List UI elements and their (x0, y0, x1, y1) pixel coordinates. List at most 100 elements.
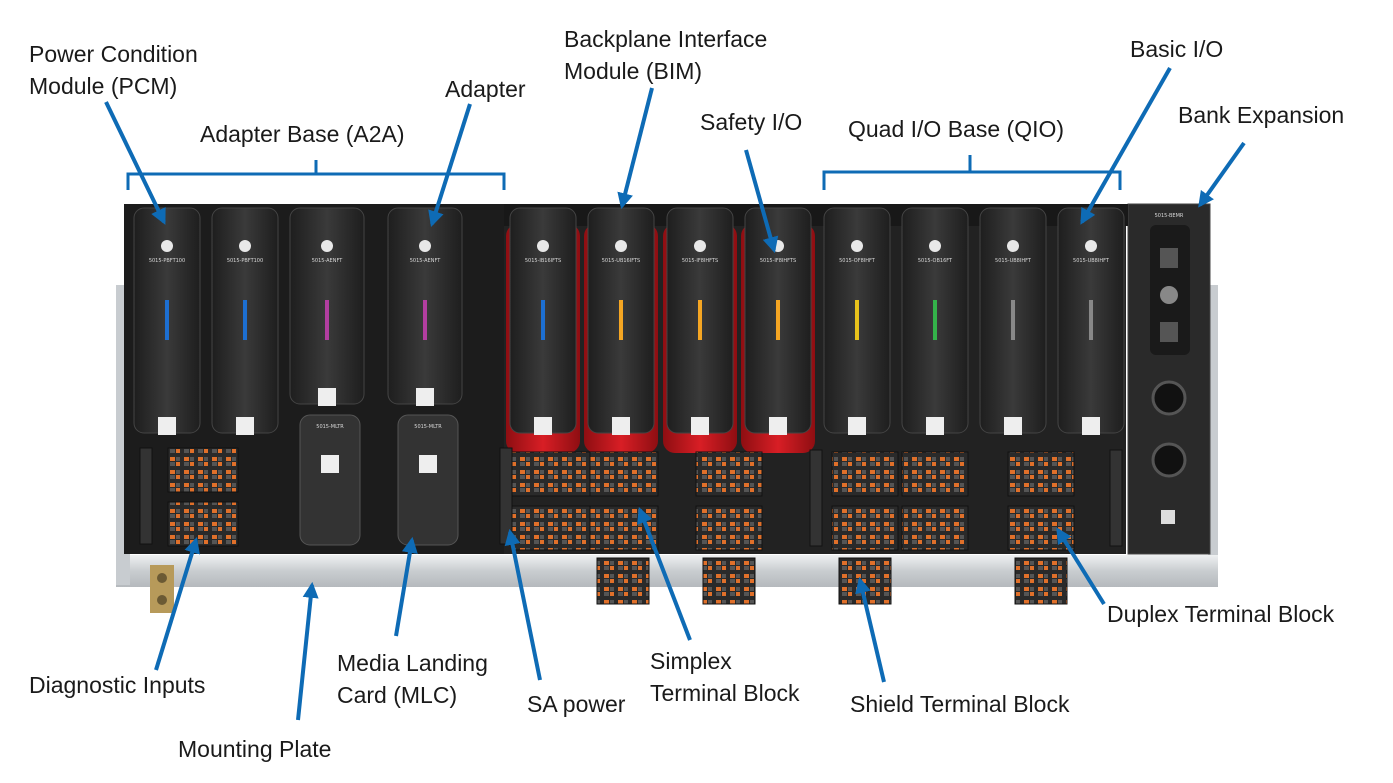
duplex-terminal-block (1007, 451, 1075, 497)
allen-bradley-logo-icon (851, 240, 863, 252)
bracket-adapter-base (126, 160, 506, 190)
label-sa-power: SA power (527, 691, 626, 717)
arrow-mlc (394, 536, 418, 637)
arrow-duplex (1056, 527, 1106, 606)
bank-tag: 5015-BEMR (1155, 213, 1184, 219)
label-duplex: Duplex Terminal Block (1107, 601, 1335, 627)
qr-code-icon (419, 455, 437, 473)
label-safety-io: Safety I/O (700, 109, 803, 135)
label-basic-io: Basic I/O (1130, 36, 1224, 62)
mlc-tag: 5015-MLTR (316, 424, 344, 430)
arrow-bim (617, 87, 654, 210)
simplex-terminal-block (695, 505, 763, 551)
allen-bradley-logo-icon (1085, 240, 1097, 252)
label-shield: Shield Terminal Block (850, 691, 1070, 717)
module-tag: 5015-IB16IFTS (525, 258, 561, 264)
module-tag: 5015-OF8IHFT (839, 258, 876, 264)
module-tag: 5015-PBFT100 (227, 258, 263, 264)
allen-bradley-logo-icon (694, 240, 706, 252)
label-adapter-base: Adapter Base (A2A) (200, 121, 405, 147)
media-landing-card: 5015-MLTR (299, 414, 361, 546)
arrow-basic-io (1080, 67, 1172, 225)
module-tag: 5015-UB16IFTS (602, 258, 640, 264)
io-module: 5015-UB8IHFT (979, 207, 1047, 435)
io-module: 5015-PBFT100 (211, 207, 279, 435)
allen-bradley-logo-icon (419, 240, 431, 252)
io-module: 5015-IF8IHFTS (741, 207, 815, 453)
qr-code-icon (848, 417, 866, 435)
arrow-bank-expansion (1198, 141, 1246, 208)
qr-code-icon (158, 417, 176, 435)
module-tag: 5015-IF8IHFTS (760, 258, 796, 264)
qr-code-icon (236, 417, 254, 435)
io-module: 5015-IF8IHFTS (663, 207, 737, 453)
module-tag: 5015-OB16FT (918, 258, 953, 264)
arrow-safety-io (744, 149, 779, 254)
module-tag: 5015-PBFT100 (149, 258, 185, 264)
sa-power-terminal (809, 449, 823, 547)
media-landing-card: 5015-MLTR (397, 414, 459, 546)
qr-code-icon (926, 417, 944, 435)
sa-power-terminal (139, 447, 153, 545)
shield-terminal-block (702, 557, 756, 605)
qr-code-icon (321, 455, 339, 473)
io-module: 5015-IB16IFTS (506, 207, 580, 453)
diagnostic-terminal-block (167, 447, 239, 493)
allen-bradley-logo-icon (1007, 240, 1019, 252)
module-tag: 5015-UB8IHFT (1073, 258, 1110, 264)
duplex-terminal-block (831, 451, 899, 497)
module-tag: 5015-UB8IHFT (995, 258, 1032, 264)
arrow-diagnostic-inputs (154, 536, 200, 671)
qr-code-icon (769, 417, 787, 435)
arrow-pcm (104, 101, 166, 225)
bracket-quad-io (822, 155, 1122, 190)
arrow-mounting-plate (296, 581, 319, 721)
allen-bradley-logo-icon (537, 240, 549, 252)
mlc-tag: 5015-MLTR (414, 424, 442, 430)
module-tag: 5015-AENFT (410, 258, 442, 264)
io-module: 5015-AENFT (387, 207, 463, 406)
label-bank-expansion: Bank Expansion (1178, 102, 1345, 128)
arrow-adapter (428, 103, 472, 228)
io-module: 5015-OF8IHFT (823, 207, 891, 435)
simplex-terminal-block (511, 505, 591, 551)
duplex-terminal-block (901, 451, 969, 497)
arrow-sa-power (504, 528, 542, 681)
qr-code-icon (612, 417, 630, 435)
arrow-simplex (637, 507, 692, 641)
shield-terminal-block (1014, 557, 1068, 605)
io-module: 5015-PBFT100 (133, 207, 201, 435)
qr-code-icon (318, 388, 336, 406)
qr-code-icon (534, 417, 552, 435)
io-module: 5015-UB8IHFT (1057, 207, 1125, 435)
qr-code-icon (1004, 417, 1022, 435)
io-module: 5015-UB16IFTS (584, 207, 658, 453)
allen-bradley-logo-icon (161, 240, 173, 252)
label-diagnostic-inputs: Diagnostic Inputs (29, 672, 206, 698)
io-module: 5015-AENFT (289, 207, 365, 406)
qr-code-icon (1082, 417, 1100, 435)
arrow-shield (855, 576, 886, 683)
duplex-terminal-block (901, 505, 969, 551)
label-mounting-plate: Mounting Plate (178, 736, 332, 762)
io-module: 5015-OB16FT (901, 207, 969, 435)
diagnostic-terminal-block (167, 501, 239, 547)
shield-terminal-block (596, 557, 650, 605)
allen-bradley-logo-icon (929, 240, 941, 252)
label-adapter: Adapter (445, 76, 526, 102)
allen-bradley-logo-icon (321, 240, 333, 252)
duplex-terminal-block (831, 505, 899, 551)
simplex-terminal-block (511, 451, 591, 497)
qr-code-icon (416, 388, 434, 406)
simplex-terminal-block (695, 451, 763, 497)
label-quad-io: Quad I/O Base (QIO) (848, 116, 1065, 142)
sa-power-terminal (1109, 449, 1123, 547)
module-tag: 5015-IF8IHFTS (682, 258, 718, 264)
sa-power-terminal (499, 447, 513, 545)
qr-code-icon (691, 417, 709, 435)
